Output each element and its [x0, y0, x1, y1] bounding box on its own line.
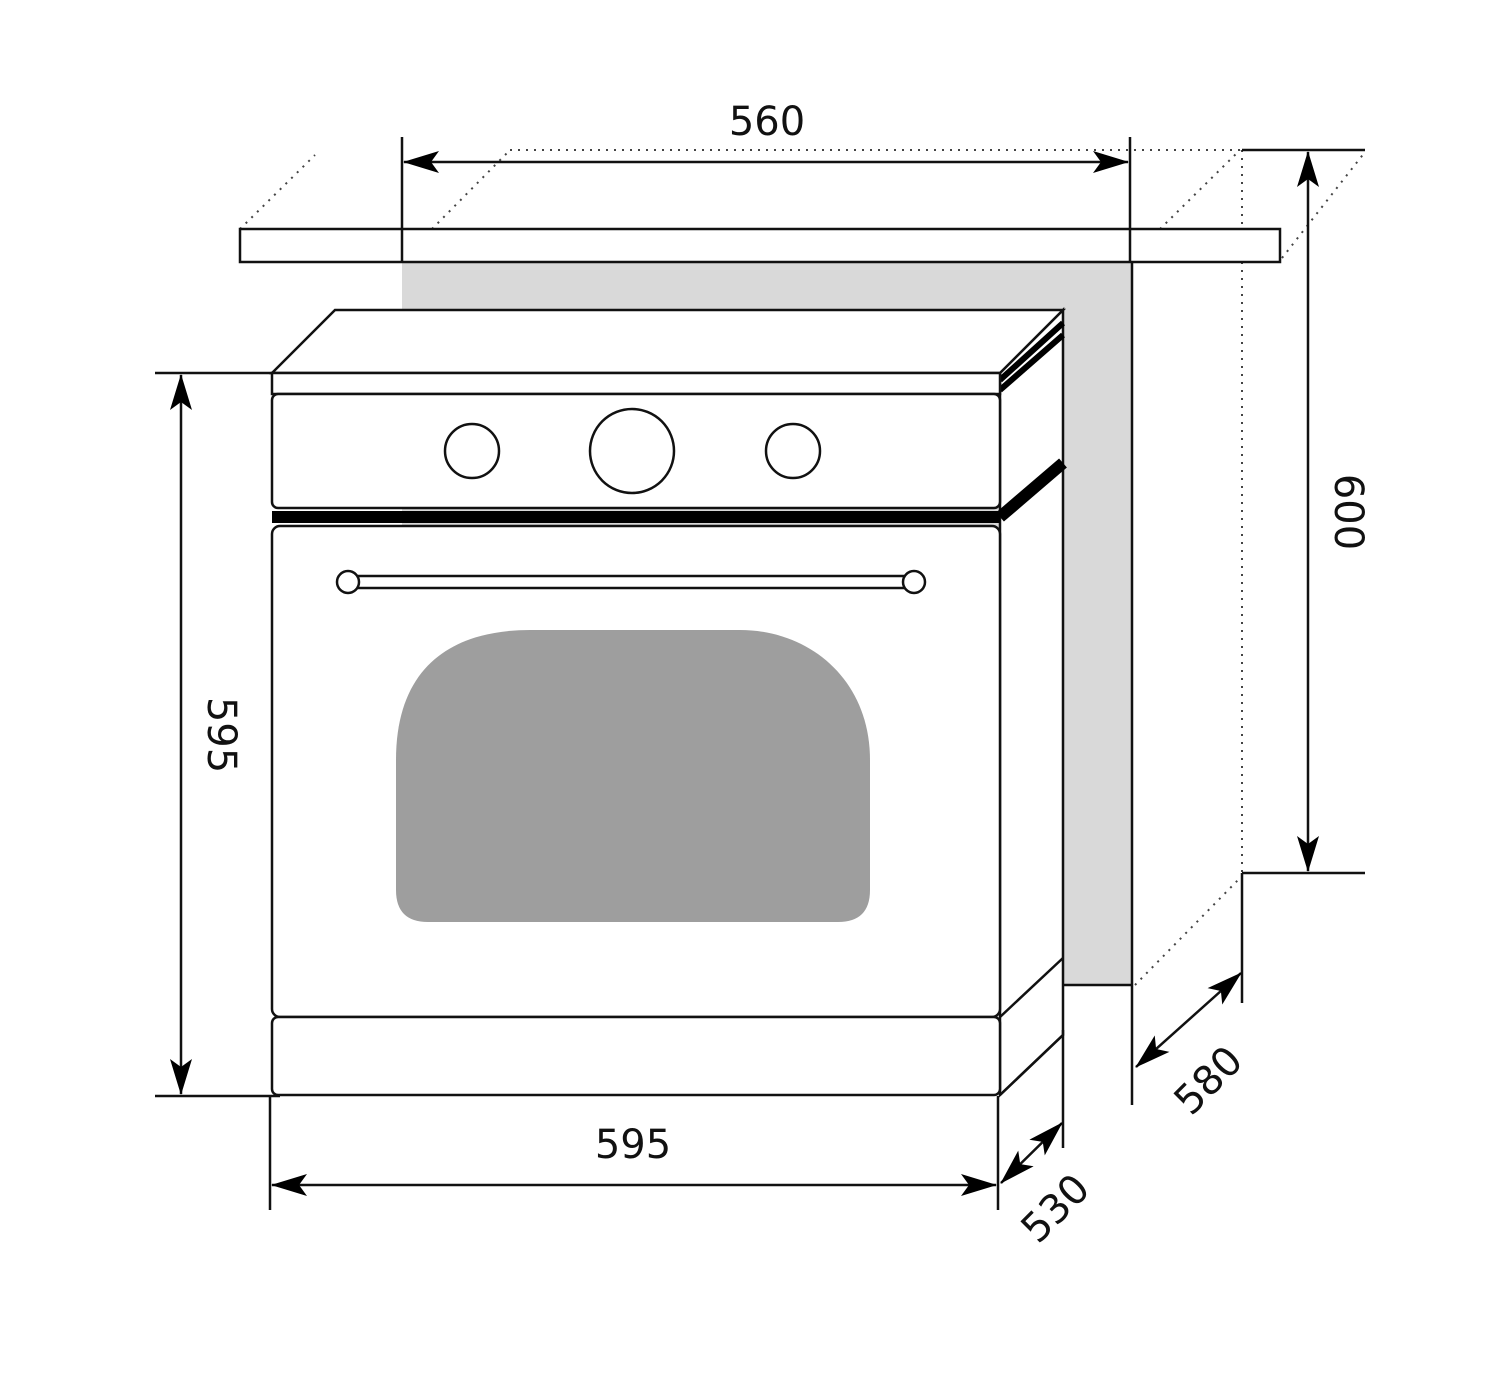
knob-right: [764, 422, 822, 480]
oven-depth-label: 530: [1013, 1166, 1100, 1253]
niche-width-label: 560: [729, 99, 805, 145]
dimension-niche-depth: 580: [1135, 873, 1253, 1125]
bottom-drawer: [270, 1015, 1002, 1097]
oven-height-label: 595: [198, 697, 244, 773]
oven-window: [396, 630, 870, 922]
oven: [268, 306, 1067, 1098]
dimension-niche-height: 600: [1242, 148, 1371, 875]
knob-center: [588, 407, 676, 495]
oven-top: [268, 308, 1067, 375]
perspective-guides: [239, 149, 1366, 986]
niche-height-label: 600: [1325, 474, 1371, 550]
niche-depth-label: 580: [1166, 1038, 1253, 1125]
dimension-oven-width: 595: [268, 1096, 1000, 1210]
dimension-niche-width: 560: [403, 99, 1129, 173]
knob-left: [443, 422, 501, 480]
door-handle: [346, 574, 916, 590]
countertop: [238, 227, 1282, 264]
dimension-oven-height: 595: [155, 371, 280, 1098]
oven-width-label: 595: [595, 1122, 671, 1168]
